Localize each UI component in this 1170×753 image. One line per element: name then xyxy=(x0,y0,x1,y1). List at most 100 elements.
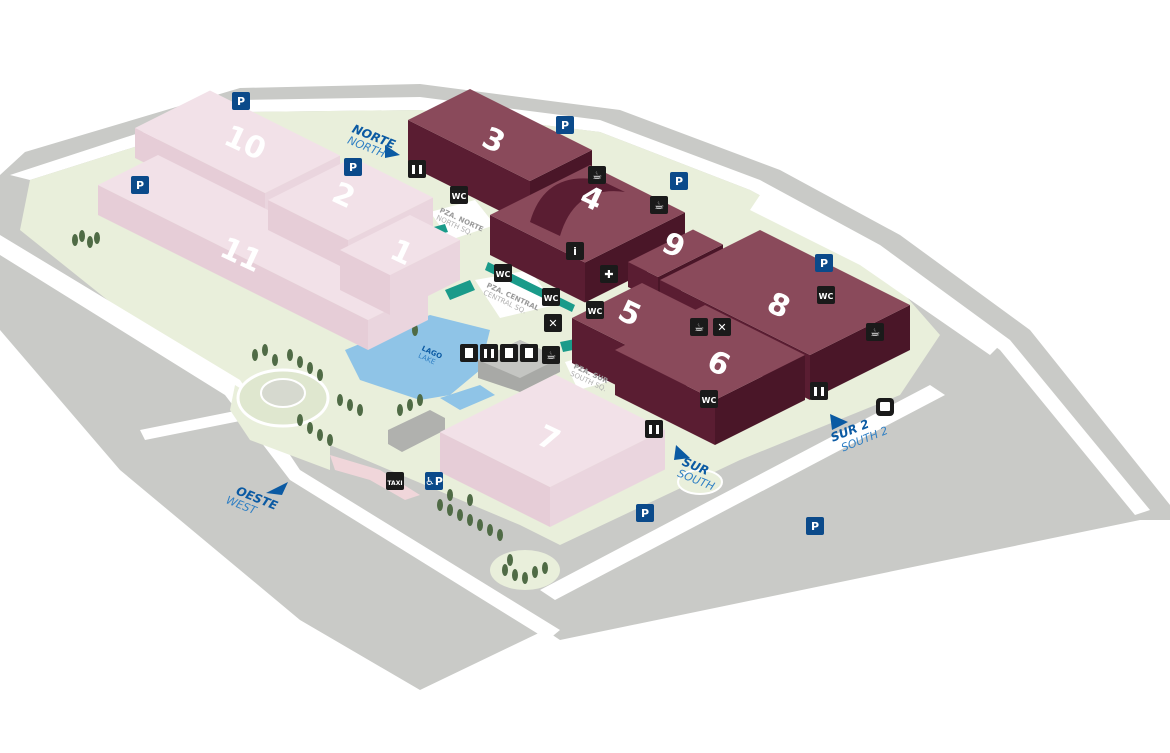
restaurant-icon[interactable]: ✕ xyxy=(544,314,562,332)
wc-icon-glyph: WC xyxy=(702,396,717,405)
newsstand-icon[interactable] xyxy=(520,344,538,362)
parking-icon-glyph: P xyxy=(136,179,144,192)
hall-6-roof xyxy=(615,305,805,400)
wc-icon-glyph: WC xyxy=(496,270,511,279)
parking-icon[interactable]: P xyxy=(344,158,362,176)
tree-icon xyxy=(447,504,453,516)
taxi-icon-bg xyxy=(386,472,404,490)
tree-icon xyxy=(447,489,453,501)
parking-icon[interactable]: P xyxy=(636,504,654,522)
reception-icon-glyph xyxy=(465,348,473,358)
hall-10-roof xyxy=(135,90,340,193)
restaurant-icon-bg xyxy=(544,314,562,332)
tree-icon xyxy=(297,414,303,426)
cafe-icon[interactable]: ☕ xyxy=(588,166,606,184)
trees xyxy=(72,230,548,584)
cafe-icon-bg xyxy=(588,166,606,184)
hall-1[interactable] xyxy=(340,215,460,315)
reception-icon[interactable] xyxy=(460,344,478,362)
rotunda xyxy=(260,378,306,408)
tree-icon xyxy=(457,509,463,521)
central-building-top xyxy=(478,340,560,378)
cafe-icon-bg xyxy=(690,318,708,336)
parking-icon-bg xyxy=(232,92,250,110)
parking-icon-glyph: P xyxy=(561,119,569,132)
accessible-parking-icon-bg xyxy=(425,472,443,490)
parking-icon[interactable]: P xyxy=(556,116,574,134)
wc-icon-glyph: WC xyxy=(588,307,603,316)
first-aid-icon-glyph: ✚ xyxy=(604,268,613,281)
tree-icon xyxy=(94,232,100,244)
tree-icon xyxy=(467,514,473,526)
taxi-icon[interactable]: TAXI xyxy=(386,472,404,490)
tree-icon xyxy=(397,404,403,416)
tree-icon xyxy=(307,422,313,434)
road-south-white xyxy=(540,385,945,600)
cafe-icon-glyph: ☕ xyxy=(592,169,602,182)
wc-icon-bg xyxy=(700,390,718,408)
accessible-parking-icon[interactable]: ♿P xyxy=(425,472,443,490)
wc-icon-glyph: WC xyxy=(544,294,559,303)
tree-icon xyxy=(507,554,513,566)
restaurant-icon-glyph: ✕ xyxy=(717,321,726,334)
hall-6[interactable] xyxy=(615,305,805,445)
restroom-icon[interactable] xyxy=(645,420,663,438)
tree-icon xyxy=(79,230,85,242)
hall-2-roof xyxy=(268,157,433,240)
restroom-man xyxy=(484,349,487,358)
cafe-icon[interactable]: ☕ xyxy=(690,318,708,336)
cafe-icon-glyph: ☕ xyxy=(546,349,556,362)
restroom-woman xyxy=(491,349,494,358)
hall-7[interactable] xyxy=(440,374,665,528)
tree-icon xyxy=(407,399,413,411)
cafe-icon-bg xyxy=(542,346,560,364)
parking-icon-glyph: P xyxy=(811,520,819,533)
cafe-icon-bg xyxy=(650,196,668,214)
tree-icon xyxy=(502,564,508,576)
hall-8-roof xyxy=(660,230,910,355)
hall-4-front-face xyxy=(490,215,585,303)
parking-icon-glyph: P xyxy=(675,175,683,188)
restaurant-icon-bg xyxy=(713,318,731,336)
wc-icon[interactable]: WC xyxy=(494,264,512,282)
first-aid-icon-bg xyxy=(600,265,618,283)
nw-garden xyxy=(60,226,110,254)
bus-icon[interactable] xyxy=(876,398,894,416)
wc-icon[interactable]: WC xyxy=(450,186,468,204)
tree-icon xyxy=(522,572,528,584)
wc-icon-bg xyxy=(494,264,512,282)
cafe-icon[interactable]: ☕ xyxy=(650,196,668,214)
hall-6-side-face xyxy=(715,355,805,445)
parking-icon-bg xyxy=(806,517,824,535)
restaurant-icon[interactable]: ✕ xyxy=(713,318,731,336)
teal-walkway xyxy=(445,280,475,300)
accessible-parking-icon-glyph: ♿P xyxy=(425,475,443,488)
restroom-icon[interactable] xyxy=(810,382,828,400)
tree-icon xyxy=(87,236,93,248)
parking-icon[interactable]: P xyxy=(232,92,250,110)
wc-icon[interactable]: WC xyxy=(700,390,718,408)
parking-icon-bg xyxy=(131,176,149,194)
parking-icon[interactable]: P xyxy=(815,254,833,272)
parking-lot-east xyxy=(750,195,1000,355)
luggage-icon[interactable] xyxy=(500,344,518,362)
restroom-icon[interactable] xyxy=(480,344,498,362)
info-icon[interactable]: i xyxy=(566,242,584,260)
cafe-icon[interactable]: ☕ xyxy=(542,346,560,364)
cafe-icon[interactable]: ☕ xyxy=(866,323,884,341)
tree-icon xyxy=(272,354,278,366)
info-icon-glyph: i xyxy=(573,245,577,258)
restroom-man xyxy=(412,165,415,174)
parking-icon[interactable]: P xyxy=(670,172,688,190)
square-central xyxy=(475,270,555,318)
restroom-icon[interactable] xyxy=(408,160,426,178)
wc-icon[interactable]: WC xyxy=(817,286,835,304)
tree-icon xyxy=(437,499,443,511)
wc-icon[interactable]: WC xyxy=(586,301,604,319)
parking-icon[interactable]: P xyxy=(806,517,824,535)
parking-icon-glyph: P xyxy=(237,95,245,108)
parking-icon[interactable]: P xyxy=(131,176,149,194)
wc-icon[interactable]: WC xyxy=(542,288,560,306)
first-aid-icon[interactable]: ✚ xyxy=(600,265,618,283)
